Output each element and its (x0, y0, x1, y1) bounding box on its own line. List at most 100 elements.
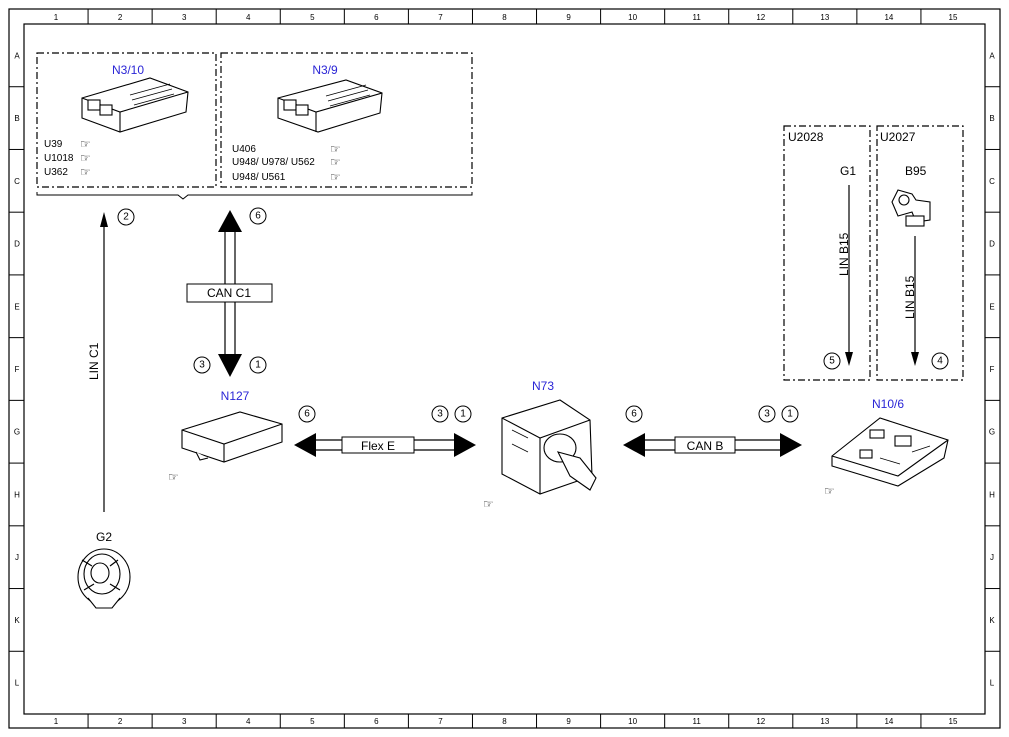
u2027-bus-label: LIN B15 (903, 275, 917, 319)
grid-column-label-bottom: 7 (438, 717, 443, 726)
u2028-bus-label: LIN B15 (837, 232, 851, 276)
n10-6-module-image (831, 417, 949, 487)
grid-column-label-bottom: 1 (54, 717, 59, 726)
grid-column-label-bottom: 6 (374, 717, 379, 726)
n73-component: N73 ☞ (483, 379, 597, 511)
grid-row-label-right: E (989, 302, 994, 311)
n127-component: N127 ☞ (168, 389, 283, 484)
grid-column-label-bottom: 8 (502, 717, 507, 726)
grid-row-label-right: K (989, 616, 995, 625)
grid-column-label-top: 2 (118, 13, 123, 22)
n3-10-group: N3/10 U39 U1018 U362 ☞ ☞ ☞ (36, 52, 217, 188)
grid-ticks (9, 9, 1000, 728)
grid-column-label-top: 10 (628, 13, 637, 22)
b95-label: B95 (905, 164, 927, 178)
n3-10-label: N3/10 (112, 63, 144, 77)
outer-frame (8, 8, 1001, 729)
can-b-right-num-0: 3 (764, 409, 770, 420)
flex-e-bus: Flex E 6 3 1 (294, 405, 476, 457)
grid-column-label-bottom: 10 (628, 717, 637, 726)
grid-row-label-right: J (990, 553, 994, 562)
grid-column-label-top: 4 (246, 13, 251, 22)
flex-e-left-num: 6 (304, 409, 310, 420)
flex-e-right-num-0: 3 (437, 409, 443, 420)
inner-frame (23, 23, 986, 715)
group-brace (36, 192, 473, 200)
n3-10-ref-1: U1018 (44, 153, 74, 164)
u2028-label: U2028 (788, 130, 824, 144)
grid-column-label-top: 7 (438, 13, 443, 22)
grid-row-label-right: D (989, 240, 995, 249)
g2-label: G2 (96, 530, 112, 544)
grid-row-label-right: H (989, 490, 995, 499)
n3-10-ref-0: U39 (44, 139, 63, 150)
hand-pointer-icon: ☞ (824, 484, 835, 498)
u2028-group: U2028 G1 LIN B15 5 (783, 125, 871, 381)
grid-column-label-bottom: 15 (949, 717, 958, 726)
can-b-label: CAN B (687, 439, 724, 453)
grid-row-label-left: E (14, 302, 19, 311)
b95-sensor-image (891, 189, 931, 227)
grid-column-label-bottom: 3 (182, 717, 187, 726)
can-c1-label: CAN C1 (207, 286, 251, 300)
grid-column-label-top: 5 (310, 13, 315, 22)
grid-column-label-bottom: 14 (884, 717, 893, 726)
hand-pointer-icon: ☞ (80, 151, 91, 165)
lin-c1-num: 2 (123, 212, 129, 223)
n73-label: N73 (532, 379, 554, 393)
grid-column-label-bottom: 11 (693, 717, 702, 726)
hand-pointer-icon: ☞ (80, 165, 91, 179)
grid-row-label-right: L (990, 679, 995, 688)
grid-column-label-top: 3 (182, 13, 187, 22)
grid-column-label-bottom: 2 (118, 717, 123, 726)
grid-column-label-top: 1 (54, 13, 59, 22)
n3-9-ref-1: U948/ U978/ U562 (232, 157, 315, 168)
grid-column-label-bottom: 9 (566, 717, 571, 726)
grid-column-label-top: 8 (502, 13, 507, 22)
n3-9-ecu-image (277, 79, 383, 133)
can-b-right-num-1: 1 (787, 409, 793, 420)
g2-alternator-image (77, 548, 131, 609)
can-b-left-num: 6 (631, 409, 637, 420)
grid-column-label-bottom: 4 (246, 717, 251, 726)
g1-label: G1 (840, 164, 856, 178)
grid-column-label-top: 12 (756, 13, 765, 22)
grid-row-label-right: A (989, 51, 995, 60)
n3-10-ecu-image (81, 77, 189, 133)
u2027-label: U2027 (880, 130, 916, 144)
flex-e-right-num-1: 1 (460, 409, 466, 420)
lin-c1-label: LIN C1 (87, 342, 101, 380)
grid-row-label-right: F (990, 365, 995, 374)
can-c1-bottom-num-1: 1 (255, 360, 261, 371)
n73-ignition-switch-image (501, 399, 597, 495)
grid-row-label-left: B (14, 114, 19, 123)
can-c1-top-num: 6 (255, 211, 261, 222)
grid-column-label-top: 11 (693, 13, 702, 22)
u2028-num: 5 (829, 356, 835, 367)
n3-9-ref-2: U948/ U561 (232, 172, 286, 183)
n3-10-ref-2: U362 (44, 167, 68, 178)
hand-pointer-icon: ☞ (330, 142, 341, 156)
grid-column-label-top: 15 (949, 13, 958, 22)
can-c1-bottom-num-0: 3 (199, 360, 205, 371)
n127-label: N127 (221, 389, 250, 403)
n3-9-ref-0: U406 (232, 144, 256, 155)
n10-6-label: N10/6 (872, 397, 904, 411)
n3-9-group: N3/9 U406 U948/ U978/ U562 U948/ U561 ☞ … (220, 52, 473, 188)
can-c1-bus: CAN C1 6 3 1 (186, 207, 273, 377)
grid-labels: 1122334455667788991010111112121313141415… (14, 13, 995, 726)
grid-row-label-left: L (15, 679, 20, 688)
grid-row-label-right: G (989, 428, 995, 437)
hand-pointer-icon: ☞ (330, 170, 341, 184)
grid-row-label-left: D (14, 240, 20, 249)
grid-row-label-left: C (14, 177, 20, 186)
n3-9-label: N3/9 (312, 63, 338, 77)
grid-row-label-left: A (14, 51, 20, 60)
grid-column-label-top: 14 (884, 13, 893, 22)
grid-row-label-left: F (15, 365, 20, 374)
grid-row-label-left: J (15, 553, 19, 562)
flex-e-label: Flex E (361, 439, 395, 453)
hand-pointer-icon: ☞ (483, 497, 494, 511)
n10-6-component: N10/6 ☞ (824, 397, 949, 498)
